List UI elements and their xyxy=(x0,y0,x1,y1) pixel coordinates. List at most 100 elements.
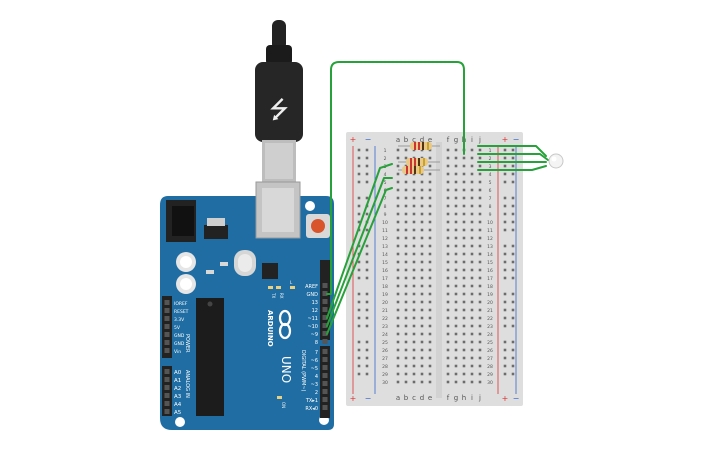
breadboard-hole[interactable] xyxy=(470,252,474,256)
breadboard-hole[interactable] xyxy=(462,292,466,296)
breadboard-hole[interactable] xyxy=(428,340,432,344)
breadboard-hole[interactable] xyxy=(454,316,458,320)
breadboard-hole[interactable] xyxy=(462,348,466,352)
breadboard-hole[interactable] xyxy=(396,332,400,336)
rail-hole[interactable] xyxy=(511,196,515,200)
breadboard-hole[interactable] xyxy=(446,316,450,320)
breadboard-hole[interactable] xyxy=(412,332,416,336)
breadboard-hole[interactable] xyxy=(454,228,458,232)
rail-hole[interactable] xyxy=(503,252,507,256)
breadboard-hole[interactable] xyxy=(462,180,466,184)
rail-hole[interactable] xyxy=(503,220,507,224)
digital-pin-socket[interactable] xyxy=(322,373,328,378)
breadboard-hole[interactable] xyxy=(396,260,400,264)
breadboard-hole[interactable] xyxy=(428,348,432,352)
breadboard-hole[interactable] xyxy=(446,220,450,224)
breadboard-hole[interactable] xyxy=(478,220,482,224)
power-pin-socket[interactable] xyxy=(164,332,170,337)
breadboard-hole[interactable] xyxy=(420,252,424,256)
breadboard-hole[interactable] xyxy=(396,228,400,232)
rail-hole[interactable] xyxy=(511,204,515,208)
breadboard-hole[interactable] xyxy=(478,324,482,328)
breadboard-hole[interactable] xyxy=(478,188,482,192)
breadboard-hole[interactable] xyxy=(396,276,400,280)
digital-pin-socket[interactable] xyxy=(322,331,328,336)
wire-led-common[interactable] xyxy=(477,153,549,161)
rail-hole[interactable] xyxy=(511,324,515,328)
breadboard-hole[interactable] xyxy=(412,268,416,272)
breadboard-hole[interactable] xyxy=(462,380,466,384)
breadboard-hole[interactable] xyxy=(454,332,458,336)
breadboard-hole[interactable] xyxy=(478,364,482,368)
digital-pin-socket[interactable] xyxy=(322,307,328,312)
breadboard-hole[interactable] xyxy=(428,156,432,160)
breadboard-hole[interactable] xyxy=(412,340,416,344)
breadboard-hole[interactable] xyxy=(412,324,416,328)
breadboard-hole[interactable] xyxy=(428,148,432,152)
rail-hole[interactable] xyxy=(365,268,369,272)
breadboard-hole[interactable] xyxy=(404,316,408,320)
breadboard-hole[interactable] xyxy=(420,316,424,320)
breadboard-hole[interactable] xyxy=(478,276,482,280)
breadboard-hole[interactable] xyxy=(462,308,466,312)
rail-hole[interactable] xyxy=(365,260,369,264)
power-pin-socket[interactable] xyxy=(164,316,170,321)
rail-hole[interactable] xyxy=(503,276,507,280)
rail-hole[interactable] xyxy=(357,196,361,200)
breadboard-hole[interactable] xyxy=(470,212,474,216)
breadboard-hole[interactable] xyxy=(446,260,450,264)
breadboard-hole[interactable] xyxy=(396,236,400,240)
breadboard-hole[interactable] xyxy=(454,300,458,304)
breadboard-hole[interactable] xyxy=(412,236,416,240)
breadboard-hole[interactable] xyxy=(462,164,466,168)
rail-hole[interactable] xyxy=(365,348,369,352)
rail-hole[interactable] xyxy=(511,276,515,280)
breadboard-hole[interactable] xyxy=(470,188,474,192)
breadboard-hole[interactable] xyxy=(420,228,424,232)
rail-hole[interactable] xyxy=(511,348,515,352)
breadboard-hole[interactable] xyxy=(478,300,482,304)
breadboard-hole[interactable] xyxy=(470,292,474,296)
breadboard-hole[interactable] xyxy=(478,260,482,264)
breadboard-hole[interactable] xyxy=(446,228,450,232)
rail-hole[interactable] xyxy=(511,252,515,256)
breadboard-hole[interactable] xyxy=(396,380,400,384)
breadboard-hole[interactable] xyxy=(446,172,450,176)
breadboard-hole[interactable] xyxy=(462,284,466,288)
rail-hole[interactable] xyxy=(511,244,515,248)
rail-hole[interactable] xyxy=(357,356,361,360)
breadboard-hole[interactable] xyxy=(470,236,474,240)
breadboard-hole[interactable] xyxy=(478,284,482,288)
rail-hole[interactable] xyxy=(365,180,369,184)
breadboard-hole[interactable] xyxy=(428,356,432,360)
arduino-board[interactable]: TX RX L ON ARDUINO UNO DIGITAL (PWM~) PO… xyxy=(160,181,334,430)
breadboard-hole[interactable] xyxy=(412,180,416,184)
digital-pin-socket[interactable] xyxy=(322,323,328,328)
breadboard-hole[interactable] xyxy=(396,292,400,296)
breadboard-hole[interactable] xyxy=(470,316,474,320)
rail-hole[interactable] xyxy=(503,172,507,176)
rgb-led[interactable] xyxy=(548,153,564,169)
breadboard-hole[interactable] xyxy=(470,148,474,152)
breadboard-hole[interactable] xyxy=(420,196,424,200)
breadboard-hole[interactable] xyxy=(446,284,450,288)
breadboard-hole[interactable] xyxy=(420,332,424,336)
rail-hole[interactable] xyxy=(503,148,507,152)
rail-hole[interactable] xyxy=(503,196,507,200)
breadboard-hole[interactable] xyxy=(454,340,458,344)
breadboard-hole[interactable] xyxy=(404,340,408,344)
breadboard-hole[interactable] xyxy=(462,172,466,176)
wire-pin-10[interactable] xyxy=(326,177,393,327)
rail-hole[interactable] xyxy=(357,316,361,320)
breadboard-hole[interactable] xyxy=(478,332,482,336)
breadboard-hole[interactable] xyxy=(404,380,408,384)
power-pin-socket[interactable] xyxy=(164,324,170,329)
breadboard-hole[interactable] xyxy=(404,268,408,272)
breadboard-hole[interactable] xyxy=(454,204,458,208)
rail-hole[interactable] xyxy=(365,148,369,152)
breadboard-hole[interactable] xyxy=(428,180,432,184)
breadboard-hole[interactable] xyxy=(404,236,408,240)
breadboard-hole[interactable] xyxy=(454,156,458,160)
breadboard-hole[interactable] xyxy=(470,364,474,368)
breadboard-hole[interactable] xyxy=(462,156,466,160)
